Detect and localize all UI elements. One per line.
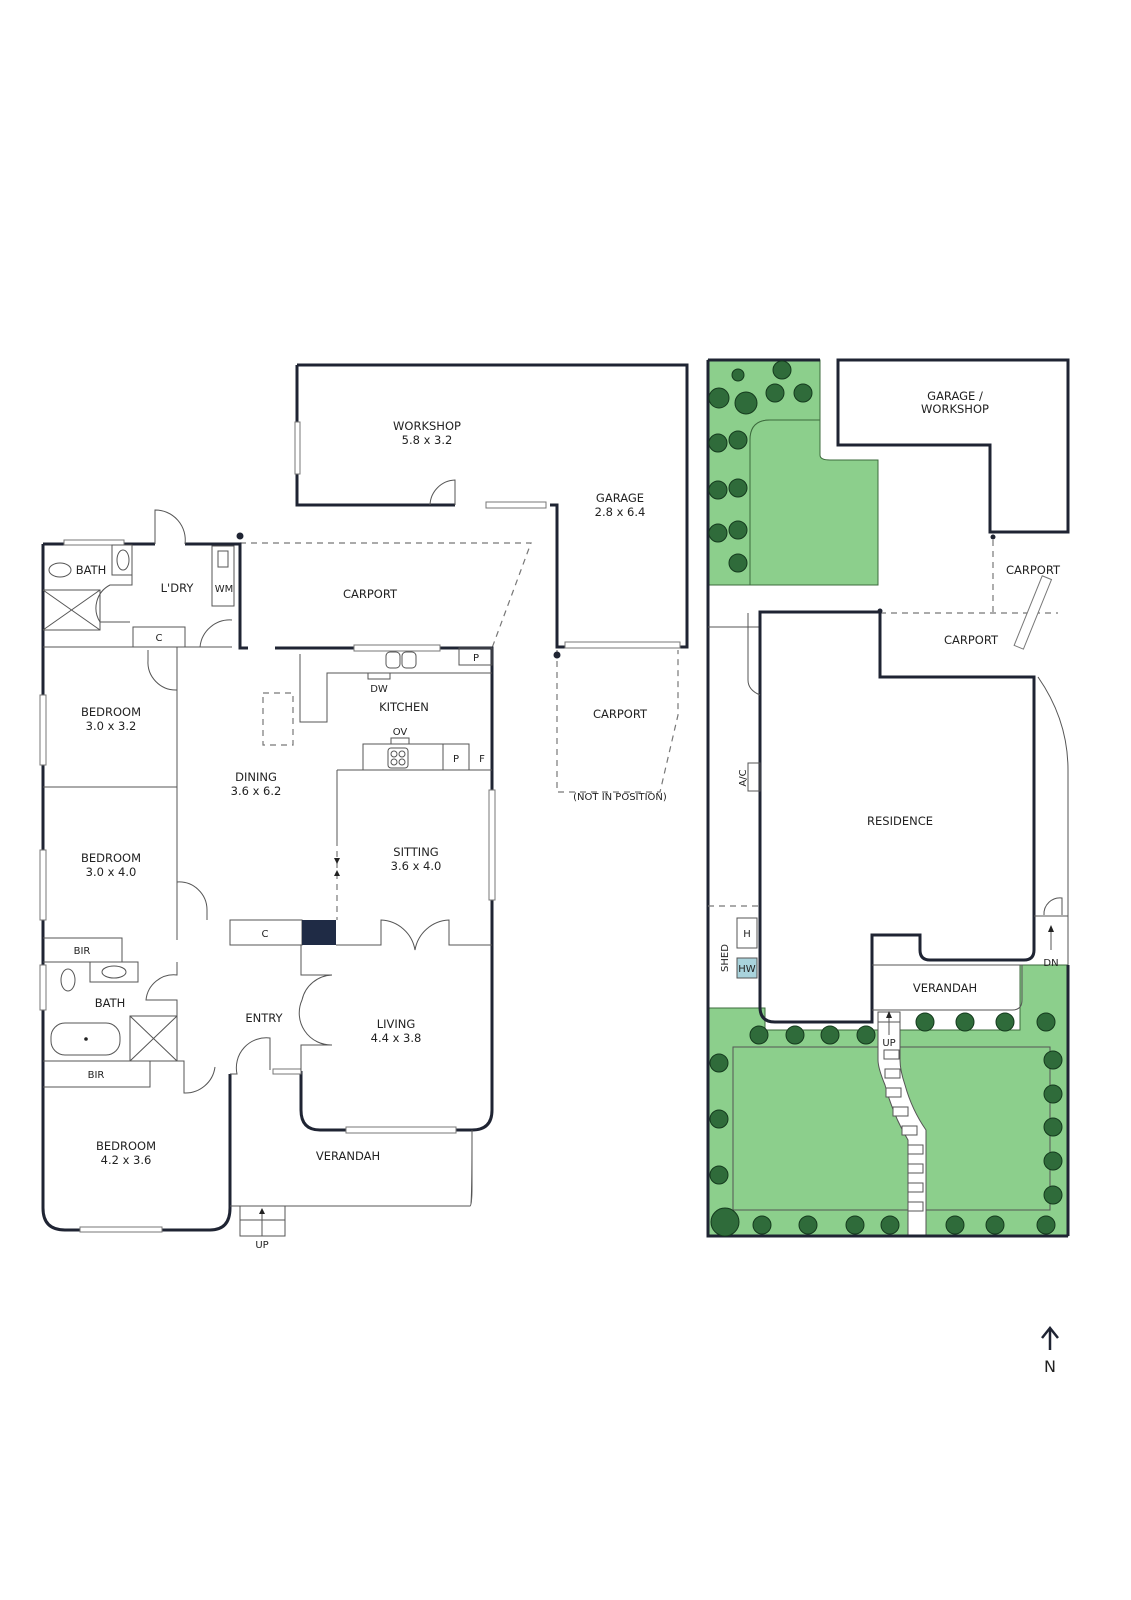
site-plan: GARAGE / WORKSHOP CARPORT CARPORT A/C RE… xyxy=(706,358,1070,1238)
room-label-sitting: SITTING xyxy=(393,845,438,859)
label-bir-1: BIR xyxy=(74,946,91,957)
label-washing-machine: WM xyxy=(215,584,234,595)
label-cupboard: C xyxy=(156,633,163,644)
carport-note: (NOT IN POSITION) xyxy=(573,792,667,803)
room-size-bedroom-3: 4.2 x 3.6 xyxy=(101,1153,152,1167)
label-up: UP xyxy=(255,1240,268,1251)
floor-plan: WORKSHOP 5.8 x 3.2 GARAGE 2.8 x 6.4 CARP… xyxy=(39,363,689,1251)
room-label-bath: BATH xyxy=(76,563,107,577)
room-label-kitchen: KITCHEN xyxy=(379,700,429,714)
site-label-verandah: VERANDAH xyxy=(913,981,977,995)
room-label-bath-2: BATH xyxy=(95,996,126,1010)
site-label-garage-workshop-2: WORKSHOP xyxy=(921,402,989,416)
site-label-shed: SHED xyxy=(720,944,731,972)
site-label-hot-water: HW xyxy=(738,964,756,975)
lawn-north xyxy=(749,419,879,586)
site-label-carport-b: CARPORT xyxy=(944,633,999,647)
room-label-garage: GARAGE xyxy=(596,491,644,505)
north-arrow-icon: N xyxy=(1041,1325,1059,1376)
room-label-entry: ENTRY xyxy=(245,1011,283,1025)
room-label-living: LIVING xyxy=(377,1017,416,1031)
room-size-bedroom-1: 3.0 x 3.2 xyxy=(86,719,137,733)
site-label-carport-a: CARPORT xyxy=(1006,563,1061,577)
label-oven: OV xyxy=(393,727,408,738)
room-label-workshop: WORKSHOP xyxy=(393,419,461,433)
room-label-verandah: VERANDAH xyxy=(316,1149,380,1163)
room-label-laundry: L'DRY xyxy=(161,581,195,595)
room-size-sitting: 3.6 x 4.0 xyxy=(391,859,442,873)
site-label-ac: A/C xyxy=(738,769,749,786)
label-fridge: F xyxy=(479,754,485,765)
room-size-living: 4.4 x 3.8 xyxy=(371,1031,422,1045)
site-label-garage-workshop: GARAGE / xyxy=(927,389,983,403)
room-label-bedroom-2: BEDROOM xyxy=(81,851,141,865)
lawn-south xyxy=(707,964,1069,1237)
label-pantry-2: P xyxy=(453,754,459,765)
room-label-bedroom-3: BEDROOM xyxy=(96,1139,156,1153)
room-size-dining: 3.6 x 6.2 xyxy=(231,784,282,798)
label-dishwasher: DW xyxy=(370,684,388,695)
site-label-up: UP xyxy=(882,1038,895,1049)
label-bir-2: BIR xyxy=(88,1070,105,1081)
room-size-workshop: 5.8 x 3.2 xyxy=(402,433,453,447)
tree-icons xyxy=(708,360,1063,1237)
compass-label: N xyxy=(1044,1357,1056,1376)
room-size-garage: 2.8 x 6.4 xyxy=(595,505,646,519)
room-label-carport: CARPORT xyxy=(343,587,398,601)
room-label-dining: DINING xyxy=(235,770,277,784)
label-cupboard-entry: C xyxy=(262,929,269,940)
site-label-heater: H xyxy=(743,929,751,940)
room-label-carport-not-in-position: CARPORT xyxy=(593,707,648,721)
site-label-residence: RESIDENCE xyxy=(867,814,933,828)
room-label-bedroom-1: BEDROOM xyxy=(81,705,141,719)
room-size-bedroom-2: 3.0 x 4.0 xyxy=(86,865,137,879)
label-pantry: P xyxy=(473,653,479,664)
site-label-down: DN xyxy=(1043,958,1058,969)
